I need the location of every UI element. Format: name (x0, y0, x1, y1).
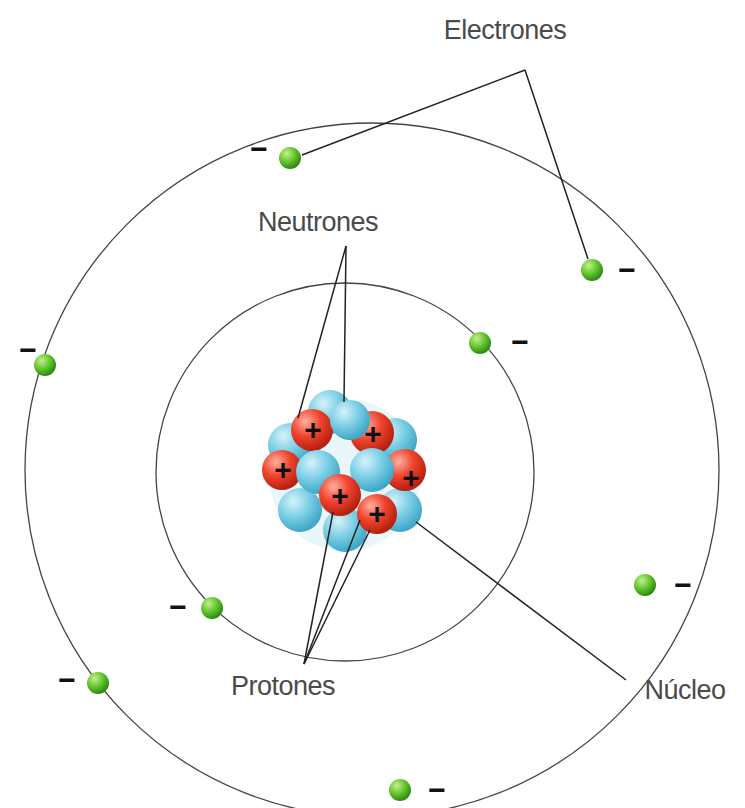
orbit (25, 123, 719, 808)
leader-line (298, 70, 626, 680)
charge-sign: − (19, 335, 37, 365)
charge-sign: − (58, 665, 76, 695)
charge-sign: − (618, 255, 636, 285)
electron (34, 147, 656, 801)
part-label: Neutrones (258, 209, 378, 236)
charge-sign: − (428, 775, 446, 805)
charge-sign: − (674, 570, 692, 600)
part-label: Protones (231, 673, 335, 700)
charge-sign: + (402, 463, 420, 493)
charge-sign: − (511, 327, 529, 357)
charge-sign: − (169, 592, 187, 622)
charge-sign: + (364, 419, 382, 449)
part-label: Núcleo (644, 677, 725, 704)
charge-sign: − (250, 134, 268, 164)
charge-sign: + (304, 415, 322, 445)
charge-sign: + (331, 481, 349, 511)
charge-sign: + (368, 499, 386, 529)
charge-sign: + (274, 455, 292, 485)
nucleus (262, 390, 426, 552)
part-label: Electrones (444, 17, 567, 44)
